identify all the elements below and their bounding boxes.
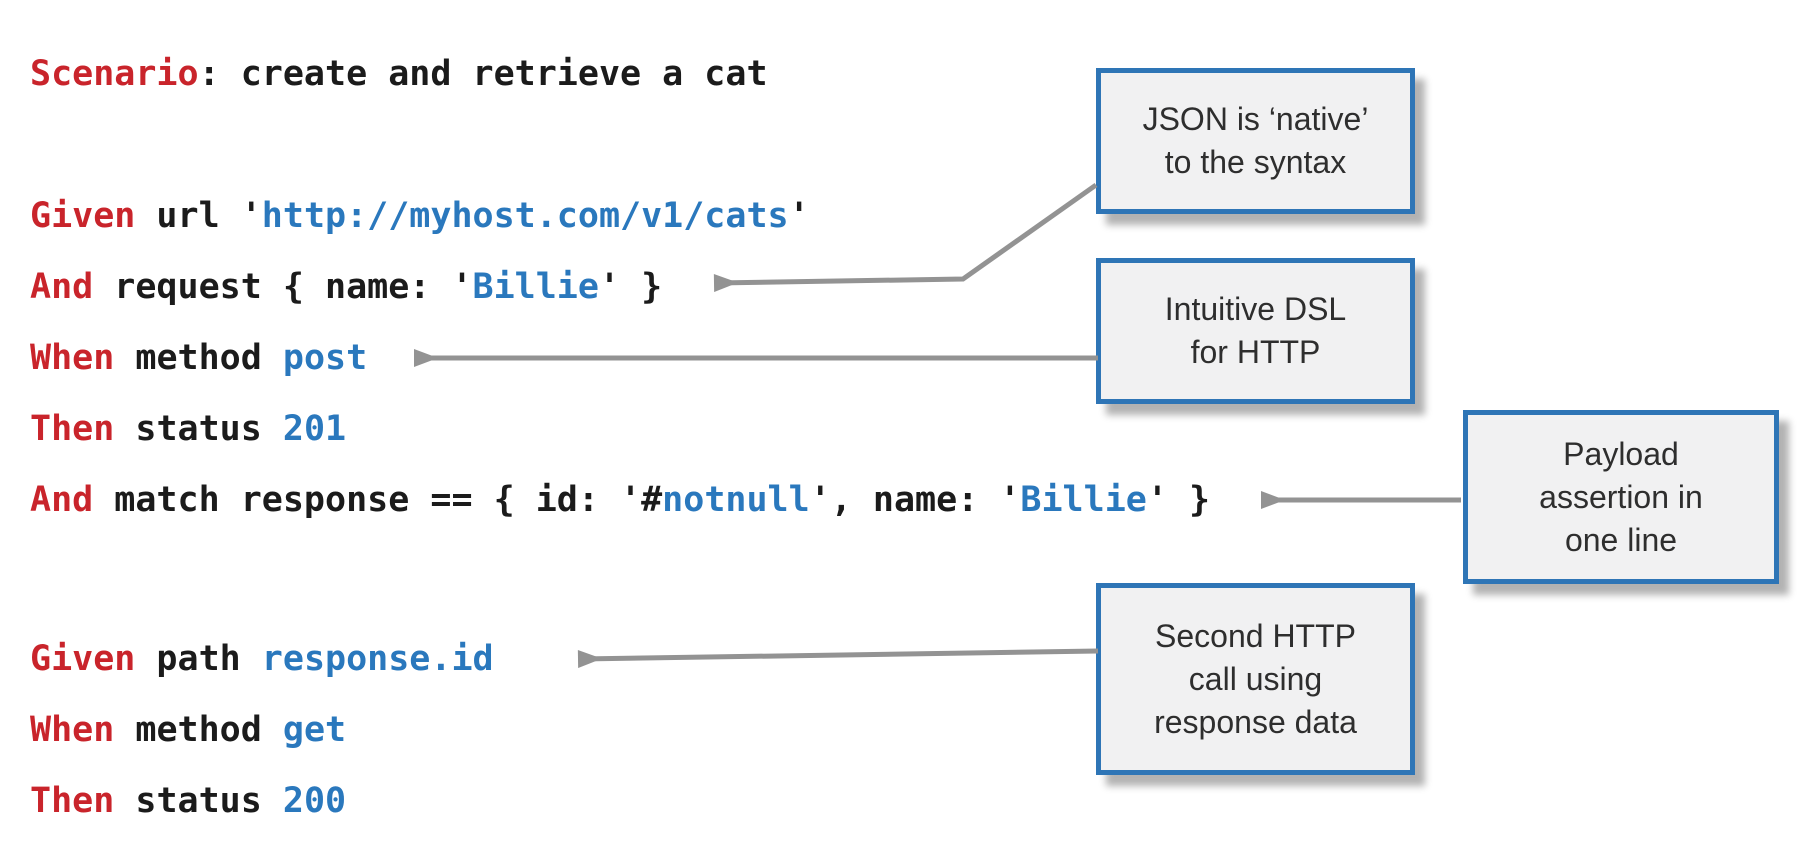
code-token: Then bbox=[30, 780, 115, 821]
callout-intuitive-dsl-text: Intuitive DSL for HTTP bbox=[1164, 291, 1347, 370]
code-token: Given bbox=[30, 195, 136, 236]
callout-json-native: JSON is ‘native’ to the syntax bbox=[1096, 68, 1415, 214]
code-line: When method post bbox=[30, 322, 1210, 393]
code-line: Then status 200 bbox=[30, 765, 1210, 836]
code-token: : create and retrieve a cat bbox=[198, 53, 768, 94]
code-token: ' } bbox=[598, 266, 663, 307]
code-line: Given path response.id bbox=[30, 623, 1210, 694]
callout-json-native-text: JSON is ‘native’ to the syntax bbox=[1142, 101, 1369, 180]
code-token: Billie bbox=[1020, 479, 1147, 520]
code-token: Billie bbox=[472, 266, 599, 307]
code-token: http://myhost.com/v1/cats bbox=[261, 195, 789, 236]
code-token: notnull bbox=[662, 479, 810, 520]
callout-payload-assertion: Payload assertion in one line bbox=[1463, 410, 1779, 584]
code-token: ', name: ' bbox=[809, 479, 1021, 520]
code-token: Scenario bbox=[30, 53, 199, 94]
code-token: And bbox=[30, 479, 94, 520]
code-token: When bbox=[30, 337, 115, 378]
code-token: method bbox=[114, 709, 283, 750]
code-token: And bbox=[30, 266, 94, 307]
code-token: url ' bbox=[135, 195, 262, 236]
code-token: status bbox=[114, 408, 283, 449]
code-line: And match response == { id: '#notnull', … bbox=[30, 464, 1210, 535]
code-token: ' } bbox=[1146, 479, 1211, 520]
code-line: When method get bbox=[30, 694, 1210, 765]
code-token: When bbox=[30, 709, 115, 750]
code-token: get bbox=[282, 709, 347, 750]
code-token: Given bbox=[30, 638, 136, 679]
code-blank-line bbox=[30, 109, 1210, 180]
code-token: method bbox=[114, 337, 283, 378]
callout-second-call-text: Second HTTP call using response data bbox=[1154, 617, 1357, 740]
code-line: Given url 'http://myhost.com/v1/cats' bbox=[30, 180, 1210, 251]
code-token: response.id bbox=[261, 638, 494, 679]
code-token: path bbox=[135, 638, 262, 679]
code-token: post bbox=[282, 337, 368, 378]
code-token: request { name: ' bbox=[93, 266, 473, 307]
code-token: Then bbox=[30, 408, 115, 449]
code-token: 200 bbox=[282, 780, 347, 821]
code-blank-line bbox=[30, 535, 1210, 623]
code-token: match response == { id: '# bbox=[93, 479, 663, 520]
code-token: ' bbox=[788, 195, 810, 236]
code-line: And request { name: 'Billie' } bbox=[30, 251, 1210, 322]
code-line: Then status 201 bbox=[30, 393, 1210, 464]
code-token: 201 bbox=[282, 408, 347, 449]
callout-intuitive-dsl: Intuitive DSL for HTTP bbox=[1096, 258, 1415, 404]
callout-second-call: Second HTTP call using response data bbox=[1096, 583, 1415, 775]
code-token: status bbox=[114, 780, 283, 821]
callout-payload-assertion-text: Payload assertion in one line bbox=[1539, 435, 1703, 558]
code-line: Scenario: create and retrieve a cat bbox=[30, 38, 1210, 109]
